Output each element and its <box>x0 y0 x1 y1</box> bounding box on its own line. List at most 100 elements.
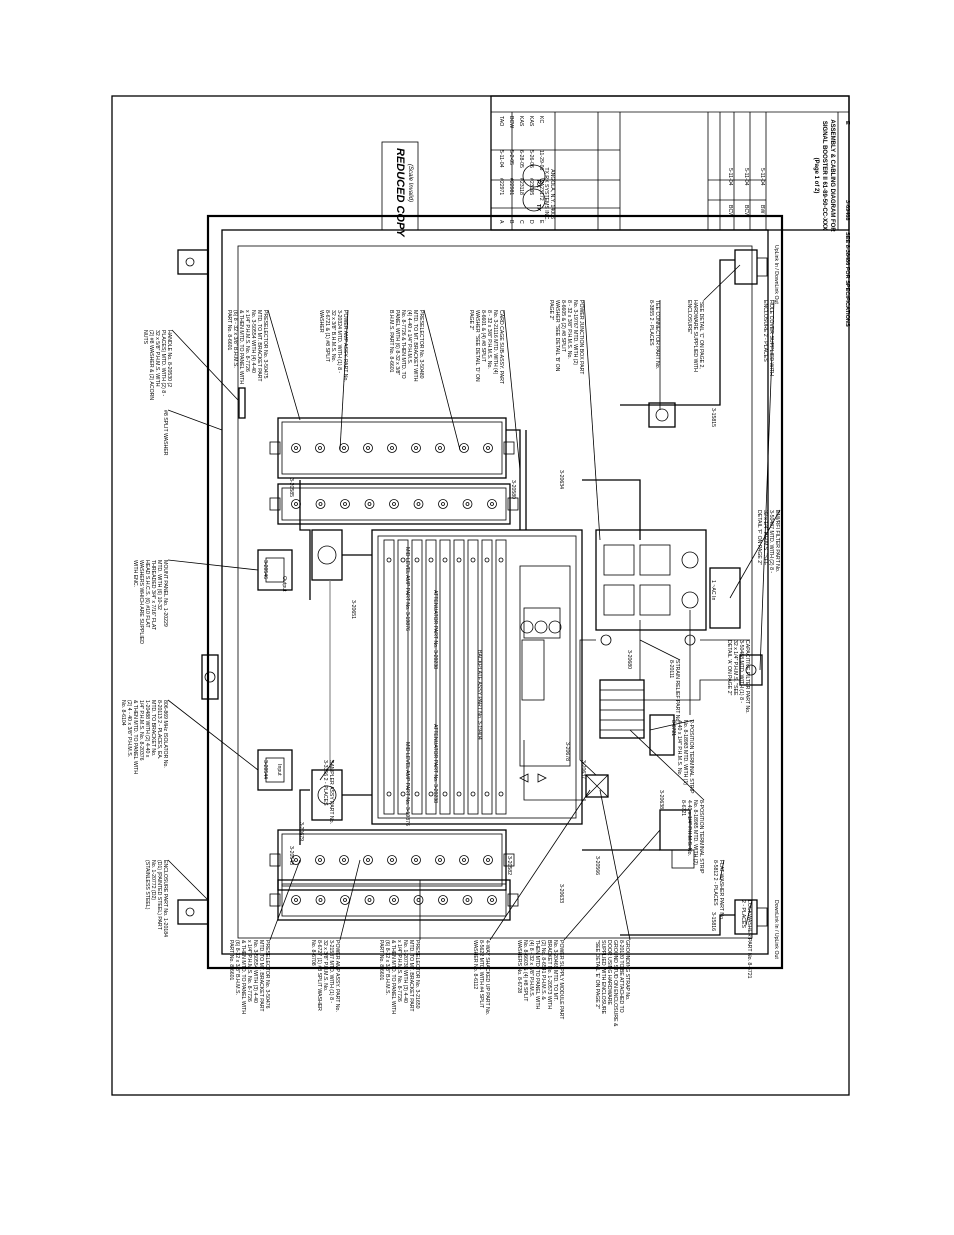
revision-letter: D <box>528 220 534 224</box>
revision-by: TAO <box>498 116 504 126</box>
callout-text: EMI/RFI FILTER PART No. <box>774 510 780 572</box>
revision-letter: B <box>508 220 514 224</box>
callout-text: 3-50488 MTD. WITH (1) 8 - <box>738 640 744 703</box>
tuning-screw-icon <box>291 499 301 509</box>
callout-text: 8-5622 MTD. WITH #4 SPLIT <box>478 940 484 1009</box>
callout-text: #8 SPLIT WASHER <box>162 410 168 456</box>
tuning-screw-icon <box>459 443 469 453</box>
card-cage: ATTENUATOR PART No. 3-20238 MID LEVEL AM… <box>371 529 583 826</box>
drawing-title: ASSEMBLY & CABLING DIAGRAM FOR SIGNAL BO… <box>813 119 835 232</box>
callout-text: 8-6727 (1) #8 SPLIT WASHER <box>316 940 322 1011</box>
leader-line <box>729 509 781 599</box>
callout: 4-WAY SHACKED UP PART No.8-5622 MTD. WIT… <box>472 789 591 1015</box>
callout: GROUNDING STRAP No.8-20120 TO BE ATTACHE… <box>594 789 631 1027</box>
module-bar <box>269 483 519 525</box>
cable-number: 3-15815 <box>710 408 716 427</box>
leader-line <box>319 759 335 781</box>
callout-text: PART No. 8-6601 <box>378 940 384 980</box>
callout-text: (4) 8 - 32 x 3/8" P.H.M.S. <box>528 940 534 997</box>
callout-text: POWER AMP ASSY. PART No. <box>334 940 340 1012</box>
cable-number: 3-20580 <box>510 480 516 499</box>
tuning-screw-icon <box>363 443 373 453</box>
revision-by: KAS <box>528 116 534 127</box>
panel-label-attenuator-bottom: ATTENUATOR PART No. 3-20238 <box>432 724 438 803</box>
revision-change: WA23172 <box>538 178 544 201</box>
cable-number: 3-20634 <box>558 470 564 489</box>
module-bar <box>269 417 515 479</box>
callout: 806-869 MHz ISOLATOR No.8-20113 2 - PLAC… <box>120 699 259 774</box>
callout-text: GROUND STUD ON ENCLOSURE & <box>612 940 618 1027</box>
callout-text: (6) 8 - 32 x 3/8" B.H.M.S. <box>232 310 238 368</box>
revision-date: 5-2-05 <box>508 150 514 165</box>
svg-text:1 ~AC In: 1 ~AC In <box>710 580 716 600</box>
cable-number: 3-20633 <box>558 884 564 903</box>
tuning-screw-icon <box>459 855 469 865</box>
leader-line <box>339 859 361 941</box>
tuning-screw-icon <box>315 499 326 509</box>
callout-text: HARDWARE SUPPLIED WITH <box>692 300 698 372</box>
hole-cover <box>648 402 676 428</box>
footer-note: SEE 8-38486 FOR SPECIFICATIONS <box>844 232 850 327</box>
callout-text: No. 3-50554 WITH (3) 4-40 <box>252 940 258 1003</box>
callout-text: PAGE 2" <box>468 310 474 330</box>
company-address: ANGOLA, N.Y. 14006 <box>549 169 555 219</box>
cable-number: 3-20582 <box>506 856 512 875</box>
card-slot <box>467 539 479 815</box>
callout-text: 8-POSITION TERMINAL STRIP <box>698 800 704 874</box>
cable-number: 3-20543 <box>288 846 294 865</box>
callout-text: PART No. 8-6601 <box>226 310 232 350</box>
callout-text: No. 1-20772 (D2) <box>150 860 156 900</box>
tuning-screw-icon <box>435 855 445 865</box>
tuning-screw-icon <box>387 443 397 453</box>
callout-text: 32 x 5/8" P.H.M.S. WITH <box>154 330 160 387</box>
tuning-screw-icon <box>462 499 473 509</box>
cable-number: 3-20544 <box>262 760 268 779</box>
callout-text: 32 x 3/8" B.H.M.S. No. <box>330 310 336 362</box>
rf-connectors: UpLink In / DownLink Out DownLink In / U… <box>734 245 779 959</box>
card-slot <box>397 539 409 815</box>
callout-text: "SEE DETAIL 'E' ON PAGE 2" <box>594 940 600 1009</box>
callout-text: WASHER "SEE DETAIL 'D' ON <box>474 310 480 382</box>
callout-text: PAGE 2" <box>548 300 554 320</box>
rf-module-bars <box>269 417 519 921</box>
leader-line <box>423 309 461 451</box>
callout-text: 8-6721 <box>670 720 676 736</box>
tuning-screw-icon <box>438 499 448 509</box>
callout-text: 32 x 1/4" P.H.M.S. "SEE <box>762 510 768 566</box>
tuning-screw-icon <box>291 855 301 865</box>
tuning-screw-icon <box>340 499 350 509</box>
leader-line <box>719 859 725 881</box>
drawn-date: 5-11-04 <box>759 168 765 186</box>
callout-text: 8 - 32 x 3/8" P.H.M.S. No. <box>566 300 572 359</box>
company-logo-icon <box>522 188 546 212</box>
tuning-screw-icon <box>483 443 493 453</box>
svg-text:Output: Output <box>281 576 287 592</box>
callout-text: 1-20488 WITH (2) 4-40 x <box>144 700 150 758</box>
tuning-screw-icon <box>438 895 448 905</box>
engineered-date: 5-11-04 <box>743 168 749 186</box>
callout-text: PLACES) MTD. WITH (2) 8 - <box>160 330 166 397</box>
cable-number: 3-20638 <box>658 790 664 809</box>
callout-text: HANDLE No. 8-20530 (2 <box>166 330 172 387</box>
leader-line <box>703 264 741 301</box>
callout-text: (2) No. 8-6541 P.H.M.S. & <box>540 940 546 1000</box>
panel-label-mla-top: MID LEVEL AMP PART No. 3-19876 <box>404 547 410 631</box>
callout-text: MTD. TO MT. BRACKET PART <box>256 310 262 382</box>
callout: #8 SPLIT WASHER <box>162 409 223 456</box>
callout-text: NUTS <box>142 330 148 345</box>
tuning-screw-icon <box>411 855 421 865</box>
revision-by: KAS <box>518 116 524 127</box>
emi-rfi-filter <box>709 567 741 629</box>
revision-date: 5-11-04 <box>498 150 504 168</box>
callout-text: (6) 8-32 x 3/8" B.H.M.S. <box>234 940 240 995</box>
callout-text: POWER SUPPLY MODULE PART <box>558 940 564 1020</box>
svg-text:TX: TX <box>535 204 541 211</box>
callout-text: 8-20113 2 - PLACES, EA. <box>156 700 162 759</box>
callout-text: POWER JUNCTION BOX PART <box>578 300 584 375</box>
enclosure <box>177 214 784 970</box>
callout-text: LOCKWASHER PART No. 8-6721 <box>746 900 752 979</box>
